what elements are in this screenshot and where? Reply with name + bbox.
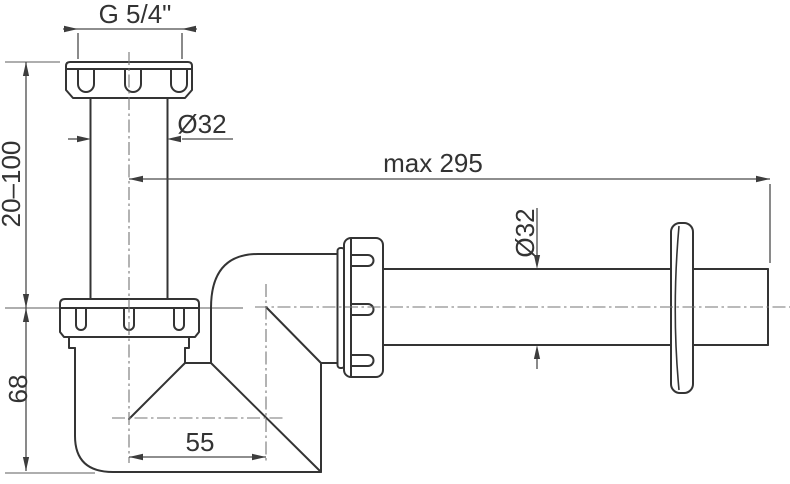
arrowhead: [129, 453, 143, 461]
outlet-nut-knurl-slot: [350, 354, 375, 367]
arrowhead: [22, 294, 30, 308]
inlet-nut-knurl-slot: [124, 68, 142, 93]
arrowhead: [182, 25, 196, 33]
max-length-label: max 295: [383, 148, 483, 178]
wall-flange-face-line: [674, 225, 680, 391]
outlet-diameter-label: Ø32: [510, 208, 540, 257]
height-range-label: 20–100: [0, 141, 26, 228]
dimension-height-range: 20–100: [0, 62, 30, 308]
dimension-inlet-diameter: Ø32: [68, 109, 233, 143]
arrowhead: [22, 308, 30, 322]
trap-nut-knurl-slot: [173, 307, 185, 331]
inlet-pipe: [89, 97, 169, 300]
arrowhead: [167, 135, 181, 143]
wall-flange-outline: [670, 222, 694, 394]
inlet-diameter-label: Ø32: [177, 109, 226, 139]
chamfer-upper-diagonal: [265, 306, 322, 364]
arrowhead: [77, 135, 91, 143]
arrowhead: [252, 453, 266, 461]
thread-size-label: G 5/4": [99, 0, 172, 29]
centerlines: [112, 52, 790, 463]
arrowhead: [533, 255, 541, 269]
arrowhead: [533, 345, 541, 359]
collar-left: [68, 336, 76, 349]
chamfer-left-diagonal: [128, 362, 186, 420]
arrowhead: [129, 175, 143, 183]
cup-outline: [74, 347, 322, 473]
collar-right: [184, 336, 190, 349]
arrowhead: [756, 175, 770, 183]
dimension-thread: G 5/4": [63, 0, 197, 59]
dimension-outlet-diameter: Ø32: [510, 208, 541, 369]
dimension-max-length: max 295: [129, 148, 771, 263]
dimension-trap-height: 68: [3, 308, 33, 471]
trap-nut-knurl-slot: [75, 307, 87, 331]
trap-height-label: 68: [3, 375, 33, 404]
inlet-nut-knurl-slot: [170, 68, 188, 93]
arrowhead: [22, 62, 30, 76]
arrowhead: [22, 457, 30, 471]
inlet-nut-knurl-slot: [77, 68, 95, 93]
wall-flange: [670, 222, 694, 394]
outlet-nut-knurl-slot: [350, 303, 375, 316]
outlet-offset-label: 55: [186, 427, 215, 457]
arrowhead: [64, 25, 78, 33]
elbow-outline: [210, 253, 339, 364]
outlet-nut-knurl-slot: [350, 254, 375, 267]
dimension-outlet-offset: 55: [129, 427, 266, 461]
